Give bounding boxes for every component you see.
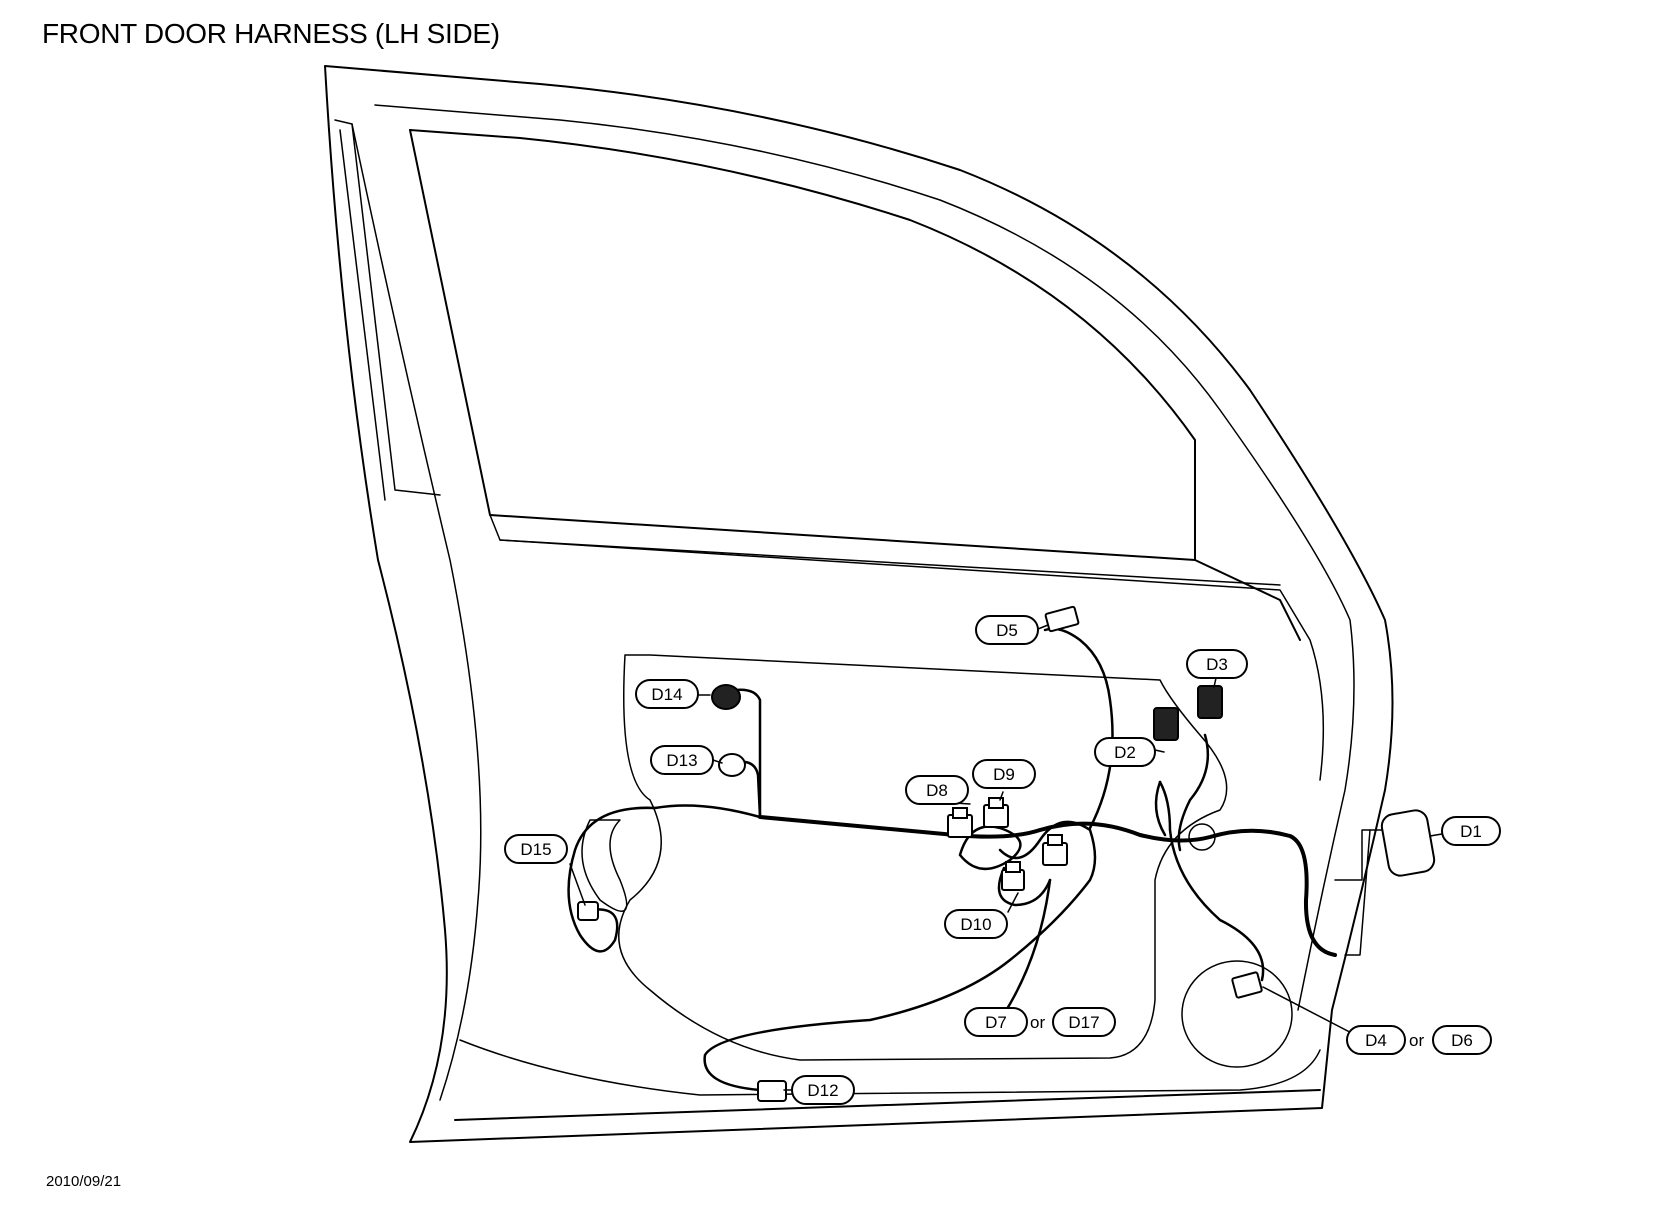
label-d3: D3: [1186, 649, 1248, 679]
label-d17-text: D17: [1068, 1013, 1099, 1032]
d1-connector: [1380, 809, 1436, 877]
label-d4-text: D4: [1365, 1031, 1387, 1050]
label-d17: D17: [1052, 1007, 1116, 1037]
label-d2: D2: [1094, 737, 1156, 767]
d10-connector: [1001, 861, 1025, 891]
d13-connector: [718, 753, 746, 777]
d4-connector: [1231, 971, 1263, 999]
label-d5-text: D5: [996, 621, 1018, 640]
label-d10-text: D10: [960, 915, 991, 934]
label-d8: D8: [905, 775, 969, 805]
label-d9-text: D9: [993, 765, 1015, 784]
label-d15-text: D15: [520, 840, 551, 859]
label-d12: D12: [791, 1075, 855, 1105]
label-d10: D10: [944, 909, 1008, 939]
label-d1-text: D1: [1460, 822, 1482, 841]
label-d2-text: D2: [1114, 743, 1136, 762]
door-outline: [324, 65, 1394, 1143]
d14-connector: [711, 684, 741, 710]
label-d8-text: D8: [926, 781, 948, 800]
label-d14-text: D14: [651, 685, 682, 704]
label-d6: D6: [1432, 1025, 1492, 1055]
leader-lines: [569, 624, 1443, 1091]
diagram-title: FRONT DOOR HARNESS (LH SIDE): [42, 18, 500, 49]
d3-connector: [1197, 685, 1223, 719]
label-d13-text: D13: [666, 751, 697, 770]
connector-labels: D1 D2 D3 D4 or D6 D5: [504, 615, 1501, 1105]
label-d7: D7: [964, 1007, 1028, 1037]
d7-connector: [1042, 834, 1068, 866]
label-d3-text: D3: [1206, 655, 1228, 674]
label-d1: D1: [1441, 816, 1501, 846]
label-d6-text: D6: [1451, 1031, 1473, 1050]
d15-connector: [577, 901, 599, 921]
or-label-d4-d6: or: [1409, 1031, 1424, 1050]
d2-connector: [1153, 707, 1179, 741]
d12-connector: [757, 1080, 787, 1102]
label-d12-text: D12: [807, 1081, 838, 1100]
label-d14: D14: [635, 679, 699, 709]
label-d4: D4: [1346, 1025, 1406, 1055]
harness-wiring: [567, 627, 1386, 1092]
label-d15: D15: [504, 834, 568, 864]
label-d9: D9: [972, 759, 1036, 789]
connector-bodies: [577, 605, 1436, 1102]
d8-connector: [947, 807, 973, 838]
d9-connector: [983, 797, 1009, 828]
label-d7-text: D7: [985, 1013, 1007, 1032]
label-d5: D5: [975, 615, 1039, 645]
label-d13: D13: [650, 745, 714, 775]
diagram-date: 2010/09/21: [46, 1173, 122, 1190]
or-label-d7-d17: or: [1030, 1013, 1045, 1032]
d5-connector: [1044, 605, 1080, 633]
